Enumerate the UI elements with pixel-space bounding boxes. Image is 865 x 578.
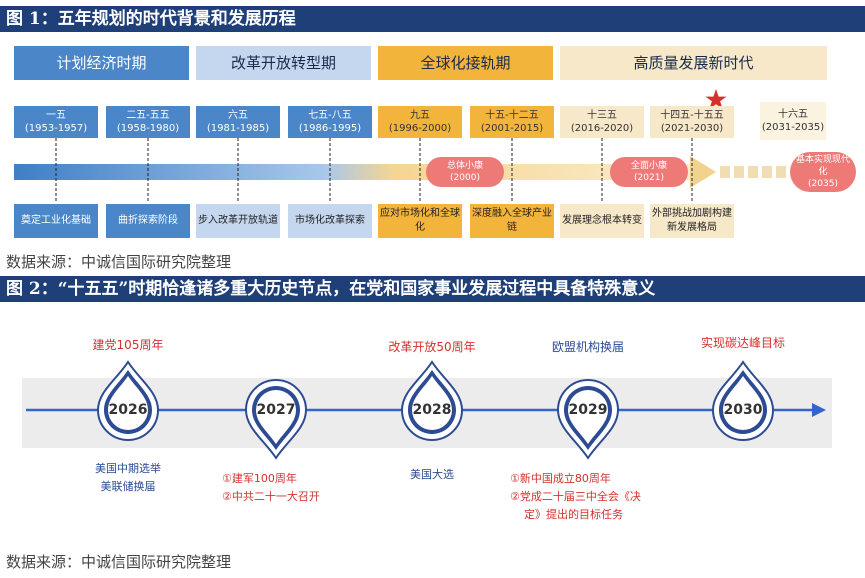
plan-description: 深度融入全球产业链: [470, 204, 554, 238]
event-line: ①建军100周年: [222, 472, 297, 485]
figure-1-source: 数据来源：中诚信国际研究院整理: [6, 253, 232, 271]
timeline-dashes: [720, 166, 786, 178]
event-2028-bottom: 美国大选: [382, 466, 482, 484]
plan-description: 发展理念根本转变: [560, 204, 644, 238]
plan-description: 奠定工业化基础: [14, 204, 98, 238]
plan-years: (1996-2000): [388, 123, 452, 134]
event-line: 美国大选: [410, 468, 454, 481]
plan-name: 一五: [46, 110, 66, 121]
plan-description: 曲折探索阶段: [106, 204, 190, 238]
plan-years: (1953-1957): [24, 123, 88, 134]
plan-name: 二五-五五: [126, 110, 170, 121]
plan-years: (2031-2035): [761, 122, 825, 133]
timeline-1-graphic: [14, 89, 786, 202]
plan-name: 十四五-十五五: [660, 110, 724, 121]
event-line: ②中共二十一大召开: [222, 490, 320, 503]
figure-2-source: 数据来源：中诚信国际研究院整理: [6, 553, 232, 571]
milestone-pill: 基本实现现代化 (2035): [790, 152, 856, 192]
event-line: ①新中国成立80周年: [510, 472, 611, 485]
year-2030: 2030: [723, 402, 763, 418]
event-2027-bottom: ①建军100周年 ②中共二十一大召开: [222, 470, 372, 506]
plan-description: 市场化改革探索: [288, 204, 372, 238]
year-2026: 2026: [108, 402, 148, 418]
era-reform-transition: 改革开放转型期: [196, 46, 371, 80]
plan-node: 六五 (1981-1985): [196, 106, 280, 138]
star-icon: [705, 89, 727, 109]
era-globalization: 全球化接轨期: [378, 46, 553, 80]
year-2029: 2029: [568, 402, 608, 418]
plan-description: 步入改革开放轨道: [196, 204, 280, 238]
plan-name: 十六五: [778, 109, 808, 120]
figure-2-title: 图 2：“十五五”时期恰逢诸多重大历史节点，在党和国家事业发展过程中具备特殊意义: [0, 276, 865, 302]
plan-years: (1986-1995): [298, 123, 362, 134]
connector-lines: [55, 138, 693, 202]
era-planned-economy: 计划经济时期: [14, 46, 189, 80]
timeline-band: [14, 164, 704, 180]
timeline-2-arrowhead: [812, 403, 826, 417]
milestone-year: (2000): [450, 173, 480, 183]
plan-node: 九五 (1996-2000): [378, 106, 462, 138]
milestone-year: (2035): [808, 179, 838, 189]
event-line: 美国中期选举: [95, 462, 161, 475]
milestone-label: 基本实现现代化: [795, 155, 850, 177]
figure-1-title: 图 1：五年规划的时代背景和发展历程: [0, 6, 865, 32]
event-2030-top: 实现碳达峰目标: [700, 336, 785, 350]
event-line: 定》提出的目标任务: [524, 508, 623, 521]
event-2029-top: 欧盟机构换届: [551, 340, 624, 354]
era-high-quality: 高质量发展新时代: [560, 46, 827, 80]
plan-node: 十三五 (2016-2020): [560, 106, 644, 138]
plan-name: 十三五: [587, 110, 617, 121]
plan-description: 外部挑战加剧构建新发展格局: [650, 204, 734, 238]
plan-node: 七五-八五 (1986-1995): [288, 106, 372, 138]
plan-years: (2016-2020): [570, 123, 634, 134]
plan-node: 二五-五五 (1958-1980): [106, 106, 190, 138]
milestone-pill: 全面小康 (2021): [610, 157, 688, 187]
plan-node: 十五-十二五 (2001-2015): [470, 106, 554, 138]
event-line: ②党成二十届三中全会《决: [510, 490, 641, 503]
milestone-label: 全面小康: [630, 161, 667, 171]
year-2027: 2027: [256, 402, 296, 418]
plan-node: 一五 (1953-1957): [14, 106, 98, 138]
milestone-label: 总体小康: [446, 161, 483, 171]
event-2028-top: 改革开放50周年: [388, 340, 476, 354]
year-drops: [96, 360, 775, 460]
plan-node: 十四五-十五五 (2021-2030): [650, 106, 734, 138]
year-2028: 2028: [412, 402, 452, 418]
timeline-arrowhead: [690, 156, 716, 188]
timeline-2-graphic: [22, 360, 832, 460]
plan-name: 六五: [228, 110, 248, 121]
plan-name: 七五-八五: [308, 110, 352, 121]
event-2026-top: 建党105周年: [92, 338, 164, 352]
plan-description: 应对市场化和全球化: [378, 204, 462, 238]
plan-years: (2021-2030): [660, 123, 724, 134]
plan-years: (2001-2015): [480, 123, 544, 134]
event-2026-bottom: 美国中期选举 美联储换届: [58, 460, 198, 496]
event-2029-bottom: ①新中国成立80周年 ②党成二十届三中全会《决 定》提出的目标任务: [510, 470, 710, 524]
plan-years: (1981-1985): [206, 123, 270, 134]
event-line: 美联储换届: [100, 480, 156, 493]
milestone-pill: 总体小康 (2000): [426, 157, 504, 187]
plan-years: (1958-1980): [116, 123, 180, 134]
plan-name: 九五: [410, 110, 430, 121]
plan-node: 十六五 (2031-2035): [760, 102, 826, 140]
milestone-year: (2021): [634, 173, 664, 183]
plan-name: 十五-十二五: [485, 110, 539, 121]
